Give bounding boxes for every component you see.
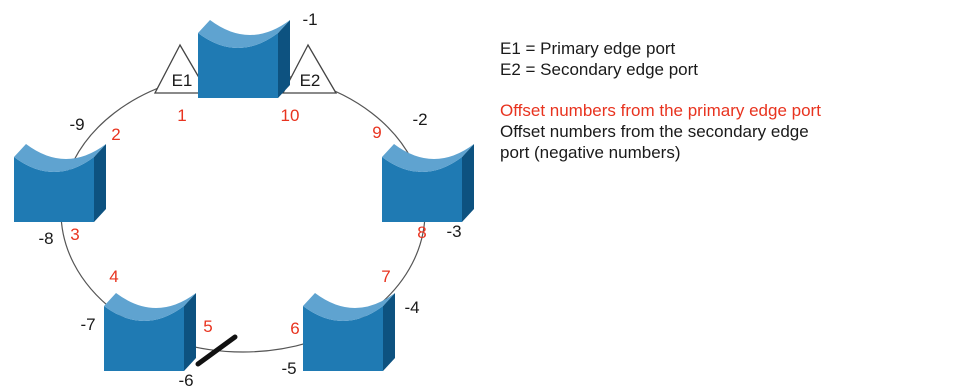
offset-negative-8: -8 [38,229,53,248]
offset-positive-4: 4 [109,267,118,286]
legend-e1: E1 = Primary edge port [500,39,676,58]
legend-spacer [500,80,950,100]
offset-negative-7: -7 [80,315,95,334]
offset-negative-2: -2 [412,110,427,129]
offset-negative-9: -9 [69,115,84,134]
legend-negative-offsets-line2: port (negative numbers) [500,143,681,162]
edge-port-e2: E2 [281,43,338,94]
edge-port-e1-label: E1 [172,71,193,90]
offset-positive-7: 7 [381,267,390,286]
offset-positive-2: 2 [111,125,120,144]
legend-e2: E2 = Secondary edge port [500,60,698,79]
offset-positive-5: 5 [203,317,212,336]
legend-positive-offsets: Offset numbers from the primary edge por… [500,101,821,120]
offset-negative-4: -4 [404,298,419,317]
offset-positive-1: 1 [177,106,186,125]
legend: E1 = Primary edge port E2 = Secondary ed… [500,38,950,163]
offset-positive-10: 10 [281,106,300,125]
switch-bottom-left [104,293,196,371]
switch-bottom-right [303,293,395,371]
offset-positive-9: 9 [372,123,381,142]
ring-diagram: E1 E2 1 2 3 4 5 6 7 8 9 10 -1 -2 -3 -4 -… [14,10,474,390]
switch-right [382,144,474,222]
offset-negative-5: -5 [281,359,296,378]
legend-negative-offsets-line1: Offset numbers from the secondary edge [500,122,809,141]
ring-break-mark [195,334,238,367]
offset-positive-3: 3 [70,225,79,244]
switch-top [198,20,290,98]
offset-negative-6: -6 [178,371,193,390]
switch-left [14,144,106,222]
offset-negative-1: -1 [302,10,317,29]
offset-positive-6: 6 [290,319,299,338]
edge-port-e2-label: E2 [300,71,321,90]
edge-port-e1: E1 [153,43,210,94]
offset-negative-3: -3 [446,222,461,241]
offset-positive-8: 8 [417,223,426,242]
